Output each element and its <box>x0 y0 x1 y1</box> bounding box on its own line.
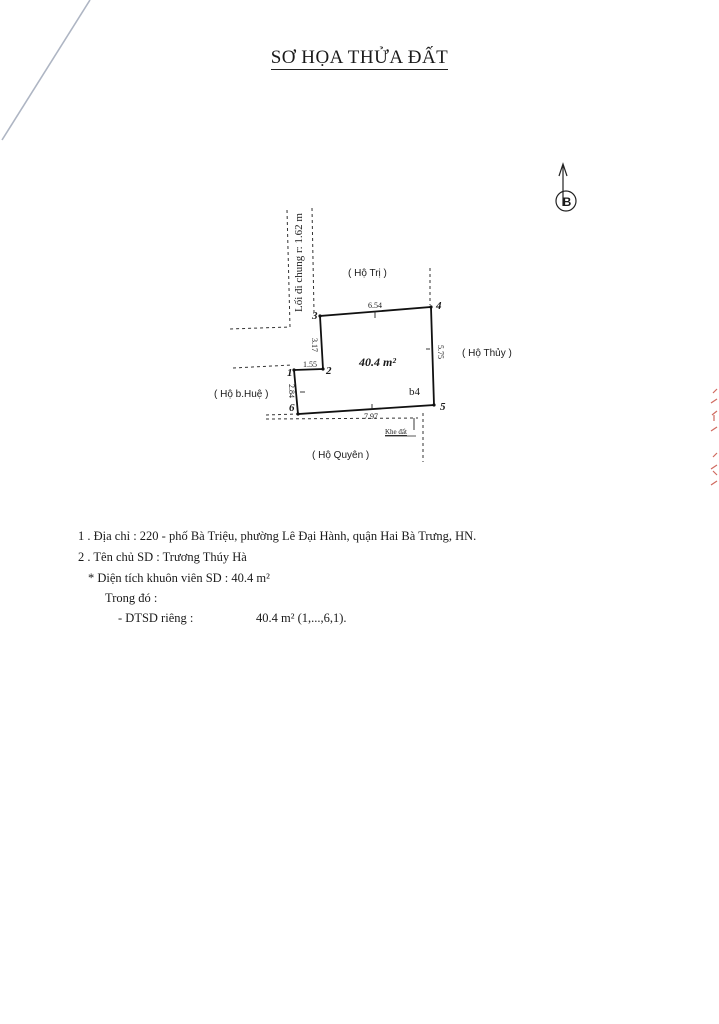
north-arrow-icon: B <box>555 162 577 212</box>
edge-length-5-6: 7.97 <box>364 412 378 421</box>
drain-label: Khe đất <box>385 428 407 436</box>
neighbor-west-label: ( Hộ b.Huệ ) <box>214 389 268 400</box>
north-arrow-label: B <box>563 195 572 209</box>
edge-length-6-1: 2.84 <box>287 384 296 398</box>
neighbor-east-label: ( Hộ Thủy ) <box>462 347 512 359</box>
edge-tick-marks <box>300 311 430 430</box>
neighbor-south-label: ( Hộ Quyên ) <box>312 450 369 461</box>
vertex-label-4: 4 <box>435 300 442 312</box>
edge-length-3-4: 6.54 <box>368 301 382 310</box>
info-breakdown-heading: Trong đó : <box>105 591 158 605</box>
info-total-area: * Diện tích khuôn viên SD : 40.4 m² <box>88 571 270 585</box>
neighbor-boundaries <box>232 268 431 462</box>
edge-length-2-3: 3.17 <box>310 338 319 352</box>
info-private-area-value: 40.4 m² (1,...,6,1). <box>256 611 347 625</box>
document-title-text: SƠ HỌA THỬA ĐẤT <box>270 47 449 70</box>
vertex-label-5: 5 <box>440 401 446 413</box>
vertex-label-6: 6 <box>289 402 295 414</box>
edge-length-1-2: 1.55 <box>303 360 317 369</box>
vertex-label-2: 2 <box>325 365 332 377</box>
red-stamp-fragment <box>710 388 718 486</box>
vertex-markers <box>292 305 436 416</box>
info-address: 1 . Địa chỉ : 220 - phố Bà Triệu, phường… <box>78 529 477 543</box>
neighbor-north-label: ( Hộ Trị ) <box>348 268 387 279</box>
document-title: SƠ HỌA THỬA ĐẤT <box>0 47 719 70</box>
parcel-code: b4 <box>409 386 421 398</box>
vertex-label-1: 1 <box>287 367 293 379</box>
common-path-label: Lối đi chung r: 1.62 m <box>293 213 305 312</box>
edge-length-4-5: 5.75 <box>436 345 445 359</box>
vertex-label-3: 3 <box>311 310 318 322</box>
info-owner: 2 . Tên chủ SD : Trương Thúy Hà <box>78 550 247 564</box>
common-path <box>228 207 315 330</box>
info-private-area-label: - DTSD riêng : <box>118 611 194 625</box>
area-label: 40.4 m² <box>358 355 396 369</box>
